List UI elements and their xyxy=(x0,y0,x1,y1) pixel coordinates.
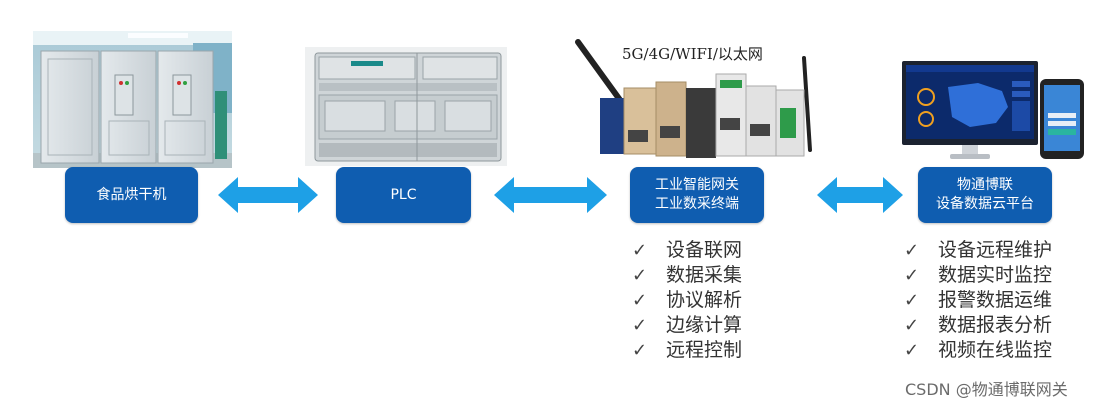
feature-label: 数据实时监控 xyxy=(938,264,1053,286)
list-item: ✓ 数据报表分析 xyxy=(904,313,1052,338)
check-icon: ✓ xyxy=(904,340,920,361)
cloud-node-line-2: 设备数据云平台 xyxy=(936,196,1034,212)
network-label: 5G/4G/WIFI/以太网 xyxy=(622,45,763,63)
list-item: ✓ 设备联网 xyxy=(632,238,742,263)
check-icon: ✓ xyxy=(632,265,648,286)
plc-node: PLC xyxy=(336,167,471,223)
double-arrow-icon xyxy=(494,177,607,213)
double-arrow-icon xyxy=(817,177,903,213)
dryer-node-label: 食品烘干机 xyxy=(96,186,167,203)
gateway-photo xyxy=(572,38,824,162)
list-item: ✓ 数据采集 xyxy=(632,263,742,288)
cloud-feature-list: ✓ 设备远程维护 ✓ 数据实时监控 ✓ 报警数据运维 ✓ 数据报表分析 ✓ 视频在线监控 xyxy=(904,238,1052,363)
feature-label: 边缘计算 xyxy=(666,314,743,336)
watermark: CSDN @物通博联网关 xyxy=(905,380,1068,399)
cloud-platform-photo xyxy=(900,57,1090,163)
cloud-node-line-1: 物通博联 xyxy=(957,177,1013,193)
list-item: ✓ 设备远程维护 xyxy=(904,238,1052,263)
gateway-node-line-2: 工业数采终端 xyxy=(655,196,739,212)
feature-label: 协议解析 xyxy=(666,289,743,311)
dryer-node: 食品烘干机 xyxy=(65,167,198,223)
check-icon: ✓ xyxy=(904,290,920,311)
feature-label: 远程控制 xyxy=(666,339,743,361)
list-item: ✓ 视频在线监控 xyxy=(904,338,1052,363)
check-icon: ✓ xyxy=(904,265,920,286)
food-dryer-photo xyxy=(33,31,232,168)
gateway-node-line-1: 工业智能网关 xyxy=(655,177,739,193)
plc-node-label: PLC xyxy=(390,186,417,203)
feature-label: 报警数据运维 xyxy=(938,289,1053,311)
gateway-node: 工业智能网关 工业数采终端 xyxy=(630,167,764,223)
check-icon: ✓ xyxy=(904,240,920,261)
check-icon: ✓ xyxy=(632,340,648,361)
feature-label: 设备联网 xyxy=(666,239,743,261)
feature-label: 数据报表分析 xyxy=(938,314,1053,336)
check-icon: ✓ xyxy=(904,315,920,336)
feature-label: 设备远程维护 xyxy=(938,239,1053,261)
check-icon: ✓ xyxy=(632,240,648,261)
list-item: ✓ 报警数据运维 xyxy=(904,288,1052,313)
list-item: ✓ 远程控制 xyxy=(632,338,742,363)
feature-label: 数据采集 xyxy=(666,264,743,286)
list-item: ✓ 协议解析 xyxy=(632,288,742,313)
plc-photo xyxy=(305,47,507,166)
list-item: ✓ 边缘计算 xyxy=(632,313,742,338)
check-icon: ✓ xyxy=(632,290,648,311)
list-item: ✓ 数据实时监控 xyxy=(904,263,1052,288)
double-arrow-icon xyxy=(218,177,318,213)
check-icon: ✓ xyxy=(632,315,648,336)
feature-label: 视频在线监控 xyxy=(938,339,1053,361)
gateway-feature-list: ✓ 设备联网 ✓ 数据采集 ✓ 协议解析 ✓ 边缘计算 ✓ 远程控制 xyxy=(632,238,742,363)
cloud-node: 物通博联 设备数据云平台 xyxy=(918,167,1052,223)
